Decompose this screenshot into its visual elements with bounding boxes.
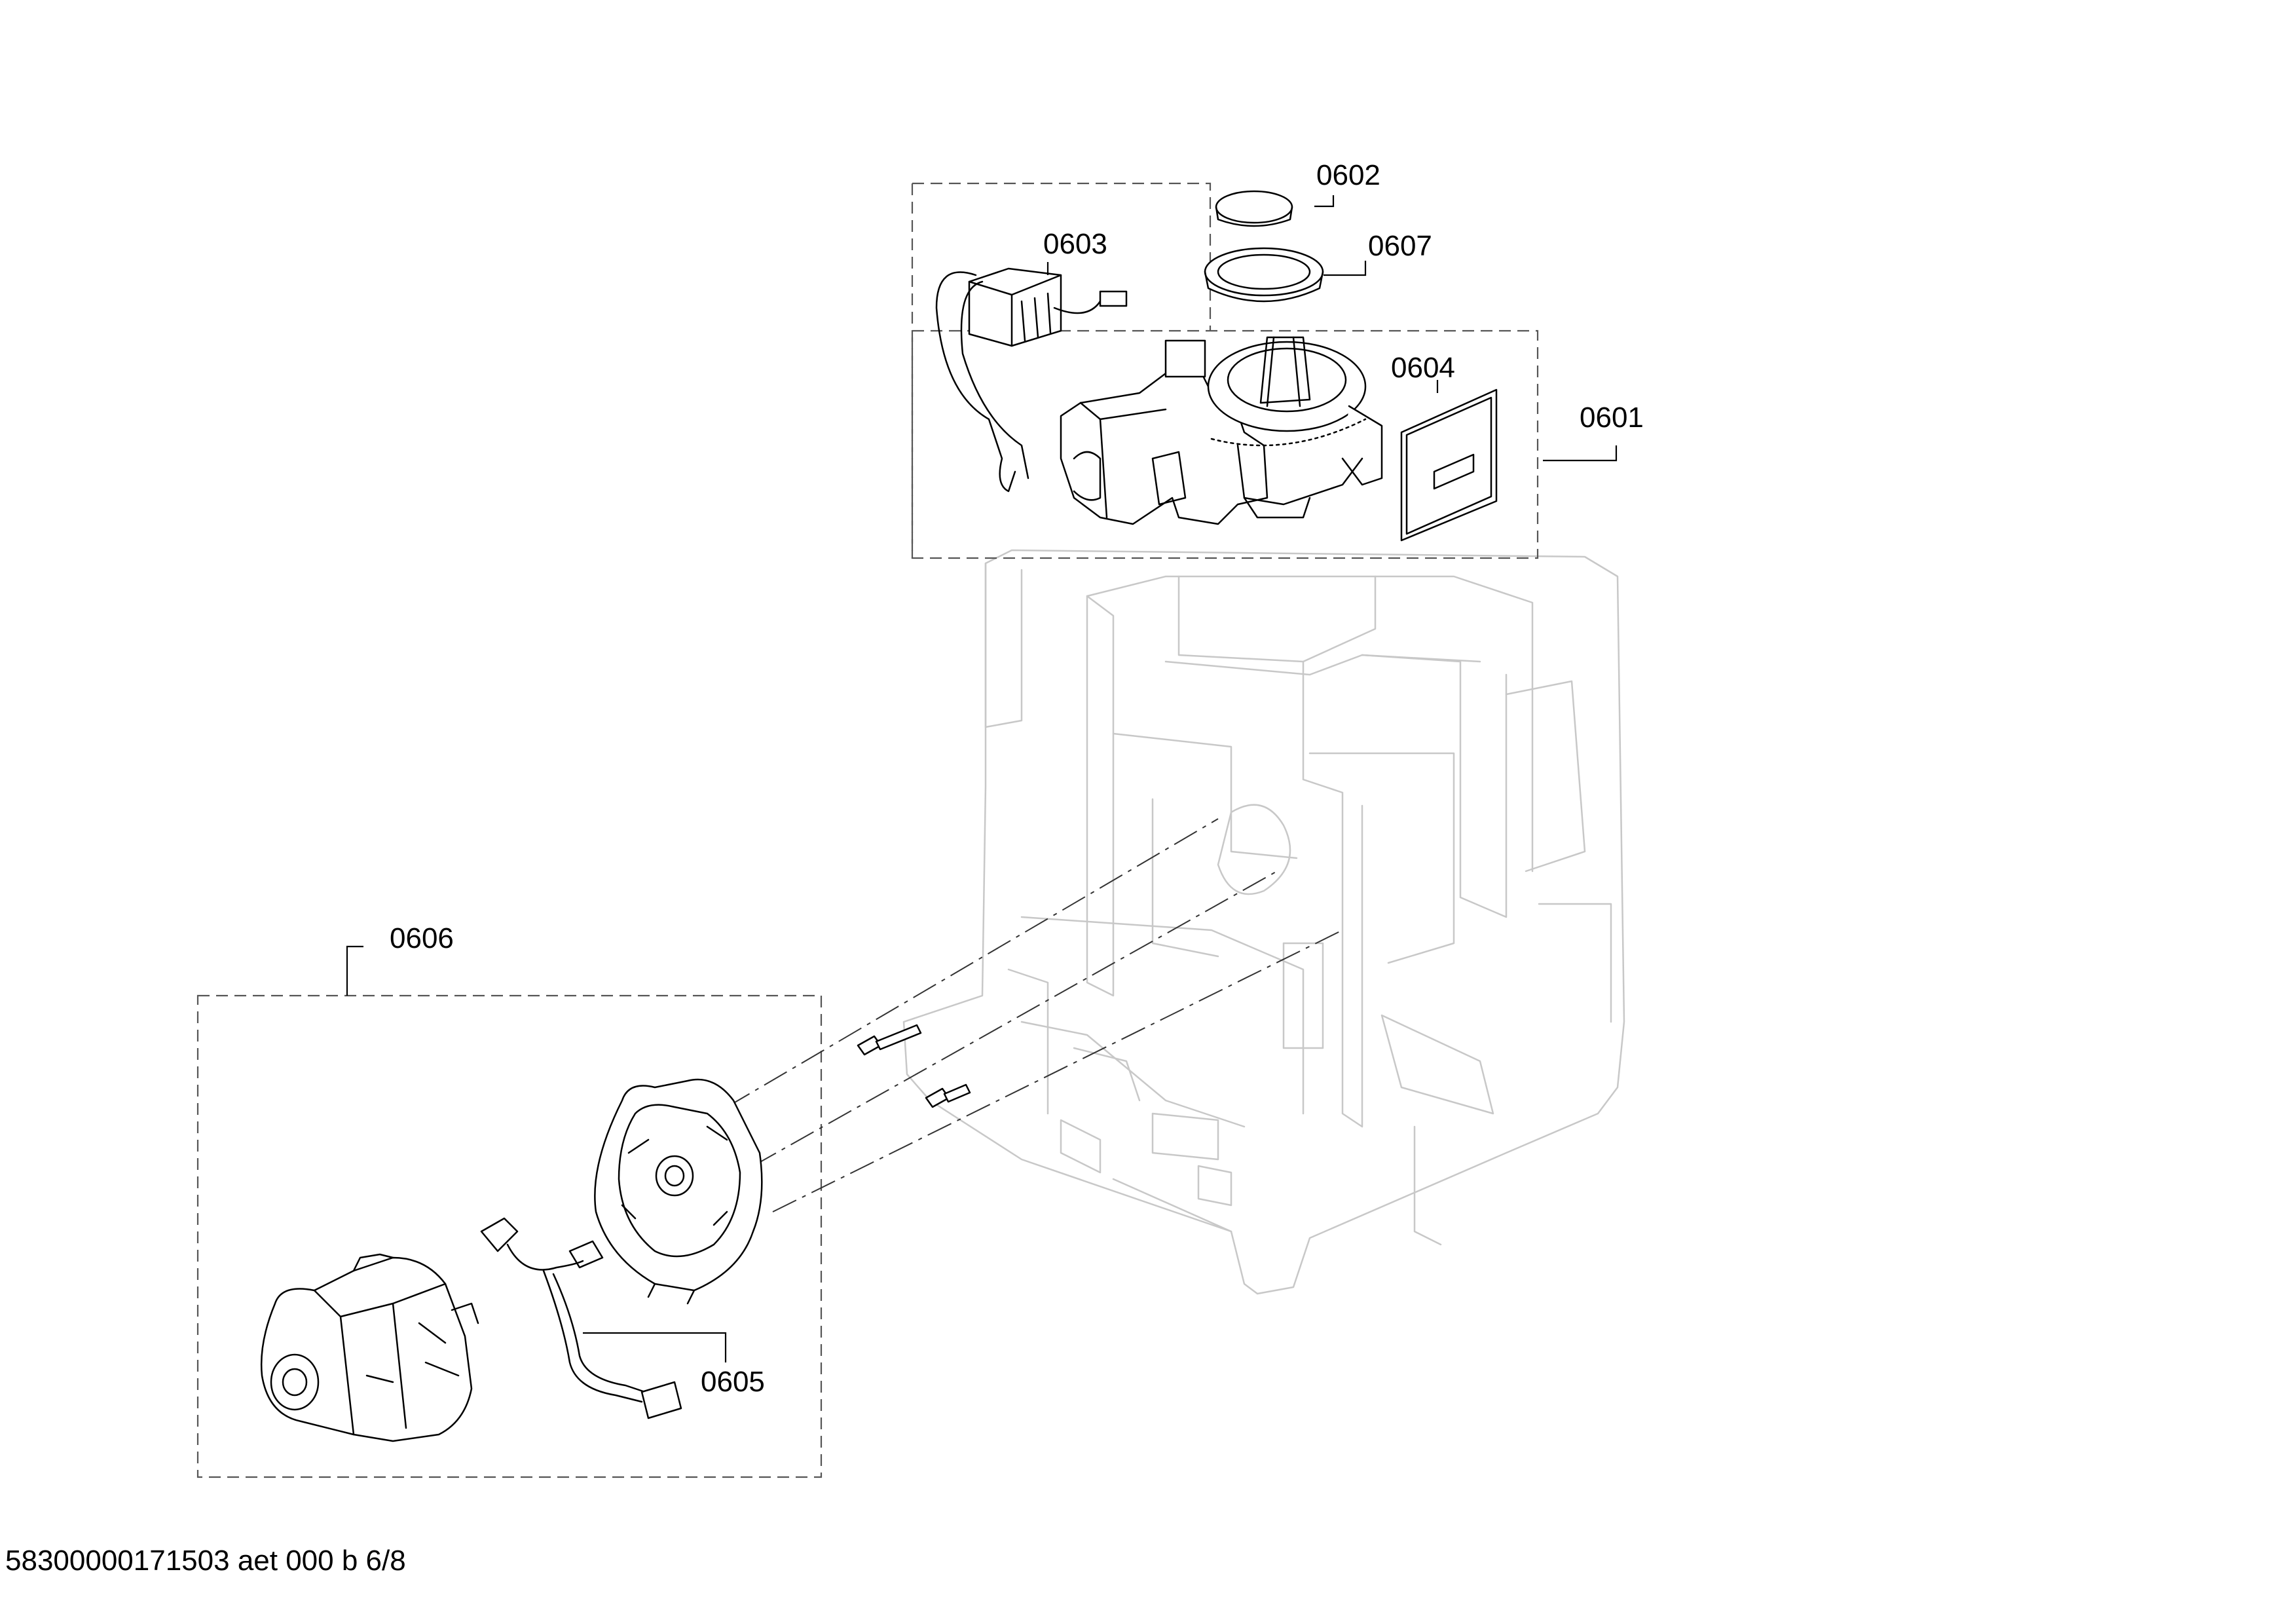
label-0605: 0605	[701, 1366, 765, 1398]
assembly-0606-boundary	[196, 994, 823, 1478]
cap-part	[1215, 190, 1293, 224]
label-0604: 0604	[1391, 352, 1455, 384]
label-0602: 0602	[1316, 159, 1380, 191]
screws	[857, 1024, 971, 1108]
appliance-body-outline	[902, 549, 1625, 1295]
cable-harness-part	[480, 1217, 682, 1419]
mounting-axes	[726, 818, 1343, 1212]
assembly-0601-boundary	[911, 329, 1539, 559]
part-labels: 0602 0603 0607 0604 0601 0606 0605	[390, 159, 1644, 1398]
relay-with-wires-part	[935, 267, 1128, 493]
fan-motor-housing-part	[260, 1253, 479, 1442]
label-0603: 0603	[1043, 228, 1107, 260]
seal-ring-part	[1204, 247, 1324, 303]
label-0606: 0606	[390, 922, 454, 954]
drawing-reference-footer: 58300000171503 aet 000 b 6/8	[5, 1545, 406, 1577]
grinder-assembly-part	[1060, 336, 1383, 525]
cover-plate-part	[1400, 388, 1498, 542]
leader-lines	[346, 195, 1618, 1362]
label-0607: 0607	[1368, 230, 1432, 262]
fan-housing-plate-part	[594, 1078, 763, 1305]
label-0601: 0601	[1580, 402, 1644, 434]
